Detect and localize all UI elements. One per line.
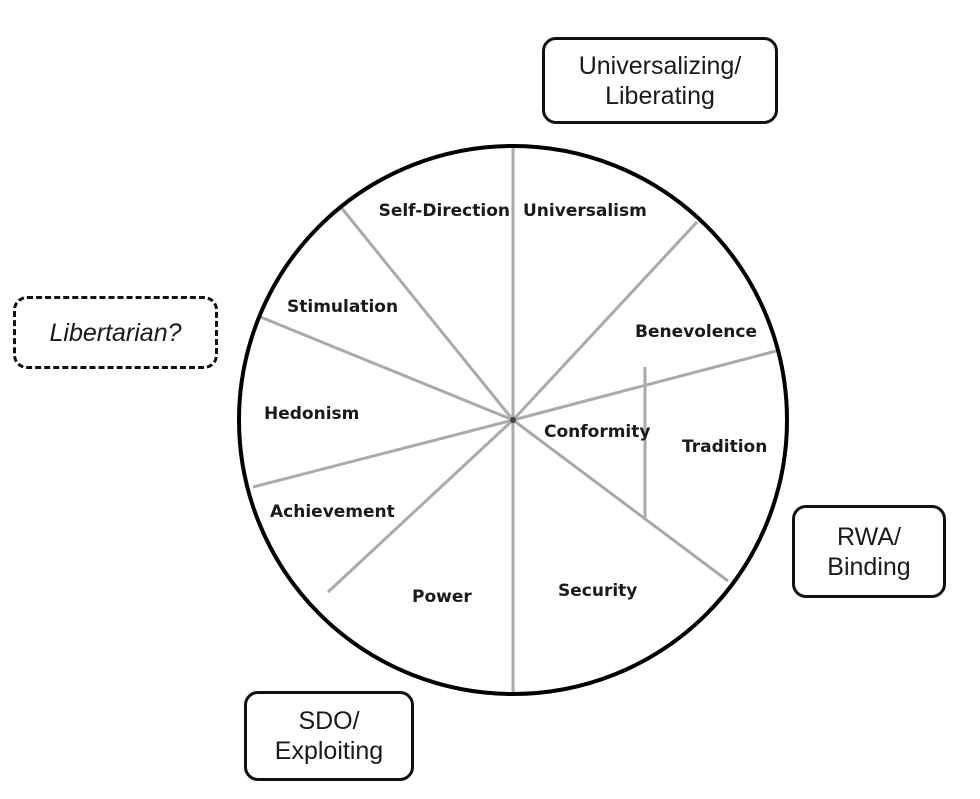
box-line: Liberating [605,81,715,110]
spoke-conformity-security [512,418,729,583]
sdo-exploiting-box: SDO/ Exploiting [244,691,414,781]
box-line: RWA/ [837,522,901,551]
segment-label-tradition: Tradition [682,437,767,457]
center-dot [510,417,516,423]
box-line: Exploiting [274,737,384,765]
spoke-achievement-hedonism [252,418,514,489]
segment-label-self-direction: Self-Direction [379,201,510,221]
segment-label-stimulation: Stimulation [287,297,398,317]
segment-label-universalism: Universalism [523,201,647,221]
segment-label-achievement: Achievement [270,502,395,522]
segment-label-benevolence: Benevolence [635,322,757,342]
spoke-power-achievement [326,418,515,594]
spokes [252,146,777,694]
spoke-universalism-benevolence [511,220,699,422]
box-line: Libertarian? [49,318,182,347]
spoke-stimulation-selfdirection [338,205,515,421]
libertarian-box: Libertarian? [13,296,218,369]
spoke-hedonism-stimulation [257,314,514,422]
segment-label-conformity: Conformity [544,422,650,442]
rwa-binding-box: RWA/ Binding [792,505,946,598]
segment-label-power: Power [412,587,472,607]
universalizing-liberating-box: Universalizing/ Liberating [542,37,778,124]
outer-circle [237,144,789,696]
box-line: Universalizing/ [578,51,742,80]
segment-label-security: Security [558,581,637,601]
segment-label-hedonism: Hedonism [264,404,359,424]
box-line: Binding [827,552,911,581]
box-line: SDO/ [298,707,360,735]
